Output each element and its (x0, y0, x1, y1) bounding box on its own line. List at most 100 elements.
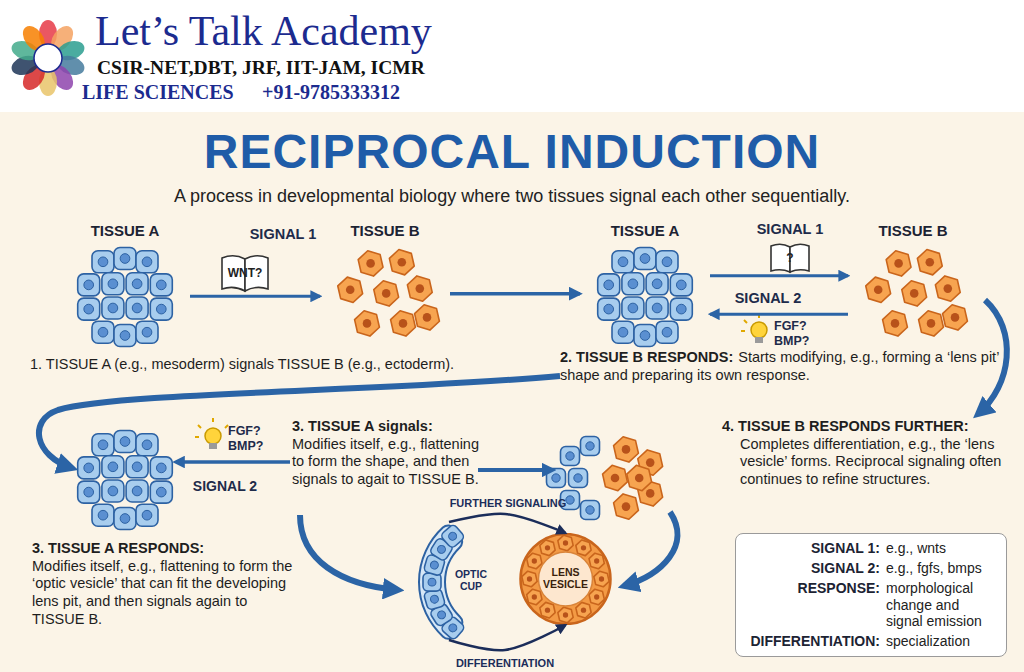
cell-nucleus (430, 594, 440, 604)
signal-arrow (478, 468, 552, 472)
blue-cell (622, 273, 644, 295)
shape-rect (209, 443, 217, 449)
cell-nucleus (646, 489, 655, 498)
blue-cell (126, 273, 148, 295)
cell-nucleus (574, 474, 582, 482)
optic-cup: OPTIC CUP (405, 522, 515, 640)
blue-cell (612, 251, 634, 273)
cell-body (102, 480, 124, 502)
text-block: FGF?BMP? (774, 319, 824, 350)
cell-body (136, 504, 158, 526)
blue-cell (670, 274, 692, 296)
blue-cell (78, 457, 100, 479)
cell-nucleus (628, 303, 638, 313)
cell-nucleus (944, 284, 953, 293)
note-text: A process in developmental biology where… (174, 186, 850, 206)
cell-nucleus (652, 303, 662, 313)
blue-cell (78, 298, 100, 320)
blue-cell (150, 457, 172, 479)
blue-cell (656, 321, 678, 343)
cell-nucleus (581, 545, 586, 550)
round-shape (205, 428, 221, 444)
cell-nucleus (399, 319, 408, 328)
cell-nucleus (416, 284, 425, 293)
cell-nucleus (662, 327, 672, 337)
step-heading: 3. TISSUE A signals: (292, 418, 482, 436)
cell-body (126, 297, 148, 319)
text-block: CSIR-NET,DBT, JRF, IIT-JAM, ICMR (97, 56, 517, 80)
cell-nucleus (599, 576, 604, 581)
cell-body (92, 251, 114, 273)
cell-nucleus (346, 286, 355, 295)
cell-nucleus (382, 289, 391, 298)
cell-body (581, 437, 600, 456)
cell-body (92, 434, 114, 456)
cell-nucleus (142, 440, 152, 450)
cell-nucleus (894, 259, 903, 268)
tissue-cluster: TISSUE A (60, 222, 190, 350)
cell-body (102, 273, 124, 295)
legend-value: e.g., wnts (886, 540, 996, 557)
panel-background (0, 112, 1024, 672)
cell-body (407, 276, 432, 301)
ray-line (225, 425, 228, 428)
cell-nucleus (676, 304, 686, 314)
cell-nucleus (586, 442, 594, 450)
ray-line (195, 436, 199, 438)
diagram-title: RECIPROCAL INDUCTION (0, 128, 1024, 176)
cell-nucleus (132, 303, 142, 313)
legend-key: RESPONSE: (746, 580, 880, 630)
cell-body (589, 589, 604, 605)
cell-body (391, 311, 416, 336)
cell-body (114, 431, 136, 453)
cell-nucleus (640, 331, 650, 341)
blue-cell (423, 573, 441, 591)
cell-nucleus (366, 259, 375, 268)
cell-nucleus (436, 609, 447, 620)
note-text: Modifies itself, e.g., flattening to for… (292, 436, 482, 489)
cell-nucleus (566, 452, 574, 460)
cell-body (866, 277, 891, 302)
cell-body (656, 251, 678, 273)
signal-connector (710, 313, 848, 316)
cell-nucleus (635, 474, 644, 483)
cell-body (522, 571, 537, 587)
legend-box: SIGNAL 1:e.g., wntsSIGNAL 2:e.g., fgfs, … (735, 533, 1007, 657)
cell-nucleus (156, 463, 166, 473)
note-text: FGF? (774, 319, 824, 334)
cell-nucleus (428, 578, 436, 586)
blue-cell (656, 251, 678, 273)
signal-connector (449, 514, 566, 533)
cell-nucleus (611, 474, 620, 483)
cell-nucleus (676, 280, 686, 290)
cell-body (358, 251, 383, 276)
cell-body (540, 540, 555, 556)
signal-connector (449, 625, 566, 650)
cell-nucleus (594, 558, 599, 563)
cell-body (527, 589, 542, 605)
tissue-name: TISSUE A (60, 222, 190, 239)
text-block: 2. TISSUE B RESPONDS:Starts modifying, e… (560, 349, 1010, 384)
cell-nucleus (436, 544, 447, 555)
text-block: Let’s Talk Academy (95, 8, 535, 54)
step-heading: 4. TISSUE B RESPONDS FURTHER: (722, 418, 1012, 436)
text-block: WNT? (222, 266, 268, 281)
cell-nucleus (142, 327, 152, 337)
cell-body (355, 311, 380, 336)
cell-nucleus (563, 612, 568, 617)
cell-nucleus (604, 280, 614, 290)
cell-body (943, 305, 968, 330)
cell-nucleus (622, 502, 631, 511)
cell-nucleus (652, 279, 662, 289)
logo-core (34, 44, 62, 72)
academy-logo (9, 20, 87, 96)
cell-body (622, 297, 644, 319)
text-block: +91-9785333312 (262, 80, 462, 104)
cell-body (646, 297, 668, 319)
cell-body (612, 321, 634, 343)
tissue-cluster: TISSUE A (580, 222, 710, 350)
cell-body (126, 480, 148, 502)
cell-body (670, 298, 692, 320)
cell-nucleus (156, 304, 166, 314)
cell-body (527, 553, 542, 569)
